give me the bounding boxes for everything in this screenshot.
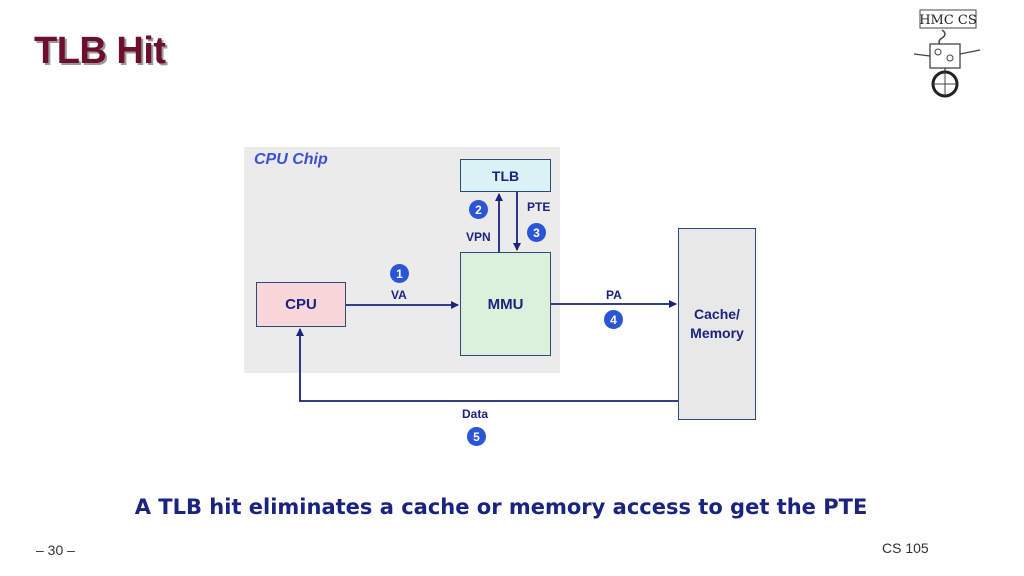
step-badge-4: 4 bbox=[604, 310, 623, 329]
page-number: – 30 – bbox=[36, 542, 75, 558]
cpu-box: CPU bbox=[256, 282, 346, 327]
hmc-cs-logo: HMC CS bbox=[908, 6, 988, 100]
step-badge-3: 3 bbox=[527, 223, 546, 242]
course-label: CS 105 bbox=[882, 540, 929, 556]
slide-title: TLB Hit bbox=[34, 30, 166, 72]
memory-label-line2: Memory bbox=[690, 325, 744, 341]
slide-caption: A TLB hit eliminates a cache or memory a… bbox=[134, 495, 868, 519]
step-badge-5: 5 bbox=[467, 427, 486, 446]
data-label: Data bbox=[462, 407, 489, 421]
data-arrow bbox=[296, 328, 678, 402]
va-label: VA bbox=[391, 288, 407, 302]
step-badge-1: 1 bbox=[390, 264, 409, 283]
svg-text:HMC CS: HMC CS bbox=[919, 13, 977, 28]
pa-label: PA bbox=[606, 288, 622, 302]
vpn-label: VPN bbox=[466, 230, 491, 244]
mmu-box: MMU bbox=[460, 252, 551, 356]
tlb-box: TLB bbox=[460, 159, 551, 192]
memory-label-line1: Cache/ bbox=[694, 306, 740, 322]
pte-label: PTE bbox=[527, 200, 551, 214]
cache-memory-box: Cache/ Memory bbox=[678, 228, 756, 420]
cpu-chip-label: CPU Chip bbox=[254, 151, 328, 168]
step-badge-2: 2 bbox=[469, 200, 488, 219]
